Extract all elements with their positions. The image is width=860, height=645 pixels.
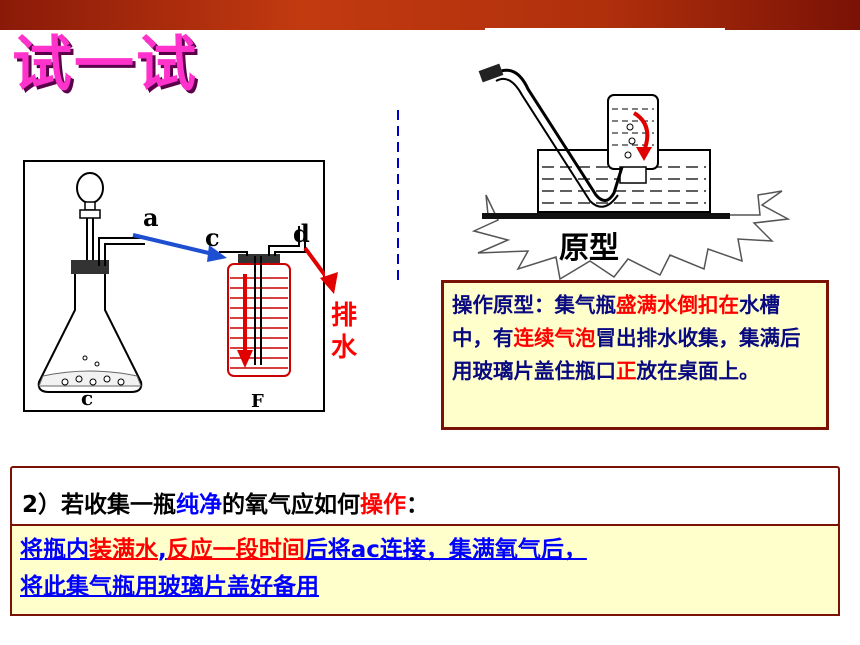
answer-line-2: 将此集气瓶用玻璃片盖好备用 (20, 569, 830, 606)
info-seg-6: 正 (616, 359, 637, 383)
q-part-1: 2）若收集一瓶 (22, 492, 177, 518)
q-part-5: ： (406, 492, 430, 518)
info-seg-4: 连续气泡 (513, 326, 596, 350)
ans-1d: 反应一段时间 (166, 537, 305, 563)
table-top (482, 213, 730, 219)
q-part-3: 的氧气应如何 (222, 492, 361, 518)
question-text: 2）若收集一瓶纯净的氧气应如何操作： (22, 485, 429, 519)
answer-line-1: 将瓶内装满水,反应一段时间后将ac连接，集满氧气后， (20, 532, 830, 569)
ans-1c: , (158, 537, 167, 563)
info-seg-1: 操作原型：集气瓶 (452, 293, 616, 317)
delivery-tube (495, 68, 624, 202)
drain-label-2: 水 (330, 333, 357, 363)
flask (37, 272, 143, 393)
drain-arrow-head (320, 272, 338, 294)
drain-label-1: 排 (330, 301, 357, 331)
label-d: d (293, 219, 310, 248)
label-bottle: F (251, 391, 264, 412)
apparatus-diagram: a c d c F (23, 160, 325, 412)
funnel-bulb (76, 172, 104, 204)
ans-1a: 将瓶内 (20, 537, 89, 563)
info-seg-5: 冒出排水收集，集满后用玻璃片盖住瓶口 (452, 326, 801, 383)
q-part-4: 操作 (360, 492, 407, 518)
flow-arrow-ac (132, 233, 218, 257)
ans-1e: 后将ac连接，集满氧气后， (304, 537, 587, 563)
label-c-tube: c (205, 223, 220, 252)
banner-gap (485, 28, 725, 38)
info-seg-7: 放在桌面上。 (636, 359, 760, 383)
inverted-bottle (607, 94, 659, 170)
prototype-label: 原型 (559, 231, 619, 266)
top-banner (0, 0, 860, 30)
slide-title: 试一试 (12, 30, 198, 100)
prototype-description: 操作原型：集气瓶盛满水倒扣在水槽中，有连续气泡冒出排水收集，集满后用玻璃片盖住瓶… (441, 280, 829, 430)
ans-1b: 装满水 (89, 537, 158, 563)
label-flask: c (81, 386, 93, 410)
bottle-f (227, 263, 291, 377)
q-part-2: 纯净 (176, 492, 223, 518)
label-a: a (143, 203, 159, 232)
info-seg-2: 盛满水倒扣在 (616, 293, 739, 317)
funnel-stopcock (79, 209, 101, 219)
drain-label: 排 水 (329, 300, 359, 364)
info-seg-3: 水槽中，有 (452, 293, 780, 350)
ans-2: 将此集气瓶用玻璃片盖好备用 (20, 574, 319, 600)
answer-box: 将瓶内装满水,反应一段时间后将ac连接，集满氧气后， 将此集气瓶用玻璃片盖好备用 (10, 524, 840, 616)
prototype-diagram (397, 63, 791, 280)
flask-stopper (71, 260, 109, 274)
question-bar (10, 466, 840, 526)
